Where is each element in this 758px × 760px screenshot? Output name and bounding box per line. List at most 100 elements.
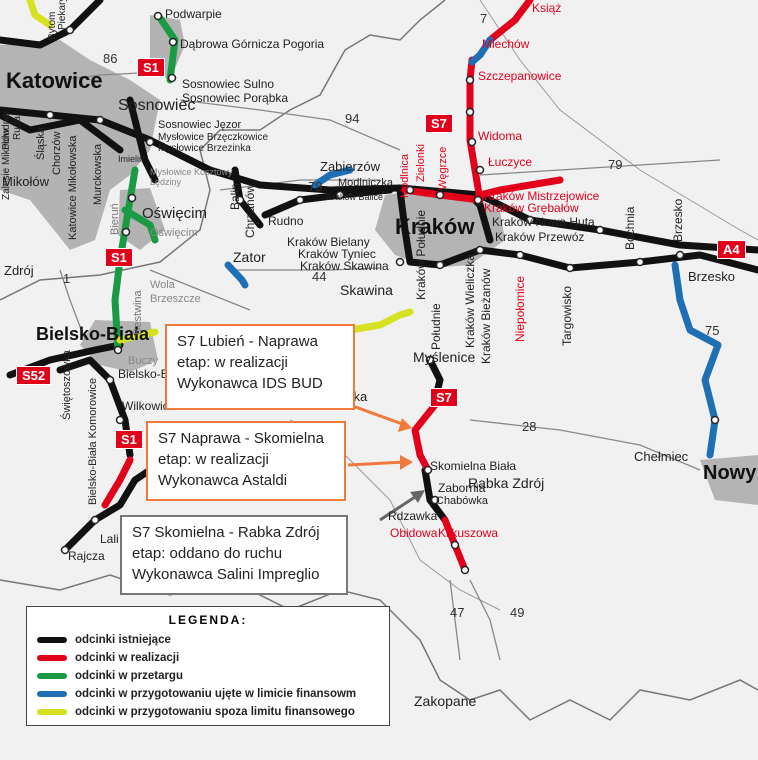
node-luczyce: Łuczyce: [488, 155, 533, 169]
node-krakow-skawina: Kraków Skawina: [300, 259, 389, 273]
node-krakow-tyniec: Kraków Tyniec: [298, 247, 376, 261]
callout-line: etap: w realizacji: [177, 354, 288, 371]
city-zakopane: Zakopane: [414, 693, 477, 709]
road-number-47: 47: [450, 605, 465, 620]
city-bielsko: Bielsko-Biała: [36, 324, 150, 344]
city-ruda: Ruda: [12, 116, 23, 140]
road-number-75: 75: [705, 323, 720, 338]
callout-line: S7 Lubień - Naprawa: [177, 333, 318, 350]
city-rudno: Rudno: [268, 214, 304, 228]
node-skomielna-biala: Skomielna Biała: [430, 459, 517, 473]
node-myslowice-brzez: Mysłowice Brzezinka: [158, 143, 251, 154]
callout-naprawa-skomielna: S7 Naprawa - Skomielna etap: w realizacj…: [146, 421, 346, 501]
node-buczy: Buczy: [128, 355, 158, 367]
node-sosnowiec-jezor: Sosnowiec Jęzor: [158, 119, 242, 131]
shield-s7-south: S7: [430, 388, 458, 407]
road-number-86: 86: [103, 51, 118, 66]
city-oswiecim: Oświęcim: [142, 205, 208, 222]
city-sosnowiec: Sosnowiec: [118, 97, 196, 114]
legend-swatch-blue: [37, 691, 67, 697]
node-poludnie: Kraków Południe: [414, 209, 428, 300]
road-number-1: 1: [63, 271, 71, 286]
road-number-94: 94: [345, 111, 360, 126]
node-zalesie: Zalesie Mikołów: [1, 128, 12, 200]
node-chrzanow: Chrzanów: [243, 183, 257, 238]
node-ksiaz: Książ: [532, 1, 562, 15]
city-skawina: Skawina: [340, 282, 393, 298]
node-slaska: Śląska: [35, 126, 47, 160]
node-krakow-nowa-huta: Kraków Nowa Huta: [492, 215, 595, 229]
city-rajcza: Rajcza: [68, 549, 105, 563]
node-modlniczka: Modlniczka: [338, 177, 394, 189]
node-targowisko: Targowisko: [560, 285, 574, 346]
callout-line: etap: oddano do ruchu: [132, 545, 283, 562]
node-oswiecim-light: Oświęcim: [150, 227, 198, 239]
node-krakow-bielany: Kraków Bielany: [287, 235, 370, 249]
node-bestwina: Bestwina: [132, 290, 144, 335]
callout-line: Wykonawca Salini Impreglio: [132, 566, 320, 583]
callout-skomielna-rabka: S7 Skomielna - Rabka Zdrój etap: oddano …: [120, 515, 348, 595]
node-widoma: Widoma: [478, 129, 523, 143]
node-wola: Wola: [150, 279, 175, 291]
node-krakow-mistrz: Kraków Mistrzejowice: [484, 189, 600, 203]
legend-swatch-red: [37, 655, 67, 661]
legend-item-existing: odcinki istniejące: [37, 631, 379, 649]
city-lali: Lali: [100, 532, 119, 546]
node-krakow-greb: Kraków Grębałów: [484, 201, 579, 215]
legend-title: LEGENDA:: [168, 613, 248, 627]
node-bochnia: Bochnia: [623, 206, 637, 250]
callout-lubien-naprawa: S7 Lubień - Naprawa etap: w realizacji W…: [165, 324, 355, 410]
callout-line: etap: w realizacji: [158, 451, 269, 468]
node-sosnowiec-porabka: Sosnowiec Porąbka: [182, 91, 289, 105]
country-border: [0, 574, 758, 721]
road-number-7: 7: [480, 11, 488, 26]
legend-item-tender: odcinki w przetargu: [37, 667, 379, 685]
node-imielin: Imielin: [118, 154, 145, 164]
legend-item-prep-funded: odcinki w przygotowaniu ujęte w limicie …: [37, 685, 379, 703]
node-zabornia: Zabornia: [438, 481, 486, 495]
city-rabka: Rabka Zdrój: [468, 475, 545, 491]
city-nowy: Nowy: [703, 462, 757, 484]
city-zabierzow: Zabierzów: [320, 159, 380, 174]
legend-label: odcinki istniejące: [75, 634, 171, 646]
node-dabrowa: Dąbrowa Górnicza Pogoria: [180, 37, 325, 51]
minor-roads: [59, 71, 721, 661]
node-wegrzce: Węgrzce: [437, 146, 449, 190]
node-swietoszowka: Świętoszówka: [61, 350, 73, 420]
node-miechow: Miechów: [482, 37, 530, 51]
callout-arrows: [347, 403, 425, 522]
node-obidowa: Obidowa: [390, 526, 438, 540]
shield-s52: S52: [16, 366, 52, 385]
node-brzesko-v: Brzesko: [671, 198, 685, 242]
node-katowice-mikolowska: Katowice Mikołowska: [67, 135, 79, 240]
road-number-44: 44: [312, 269, 327, 284]
legend: LEGENDA: odcinki istniejące odcinki w re…: [26, 606, 390, 726]
legend-swatch-yellow: [37, 709, 67, 715]
road-number-28: 28: [522, 419, 537, 434]
city-chelmiec: Chełmiec: [634, 449, 689, 464]
callout-line: S7 Naprawa - Skomielna: [158, 430, 324, 447]
legend-label: odcinki w przygotowaniu spoza limitu fin…: [75, 706, 355, 718]
city-myslenice: Myślenice: [413, 349, 476, 365]
city-mikolow: Mikołów: [2, 174, 49, 189]
region-border-east: [479, 0, 758, 241]
node-krakow-przewoz: Kraków Przewóz: [495, 230, 585, 244]
node-sosnowiec-sulno: Sosnowiec Sulno: [182, 77, 275, 91]
legend-swatch-green: [37, 673, 67, 679]
node-poludnie2: Południe: [429, 303, 443, 350]
legend-item-in-progress: odcinki w realizacji: [37, 649, 379, 667]
road-number-79b: 79: [608, 157, 623, 172]
interchange-nodes: [45, 11, 720, 575]
node-kosztowy: Mysłowice Kosztowy: [150, 167, 233, 177]
node-modlnica: Modlnica: [399, 153, 411, 198]
shield-s7-north: S7: [425, 114, 453, 133]
legend-swatch-black: [37, 637, 67, 643]
node-niepolomice: Niepołomice: [513, 275, 527, 342]
node-chabowka: Chabówka: [436, 495, 488, 507]
prep-unfunded-roads: [26, 0, 414, 344]
node-bierun: Bieruń: [109, 203, 121, 235]
node-klikuszowa: Klikuszowa: [438, 526, 499, 540]
city-zator: Zator: [233, 249, 266, 265]
node-wilkowice: Wilkowice: [122, 399, 176, 413]
